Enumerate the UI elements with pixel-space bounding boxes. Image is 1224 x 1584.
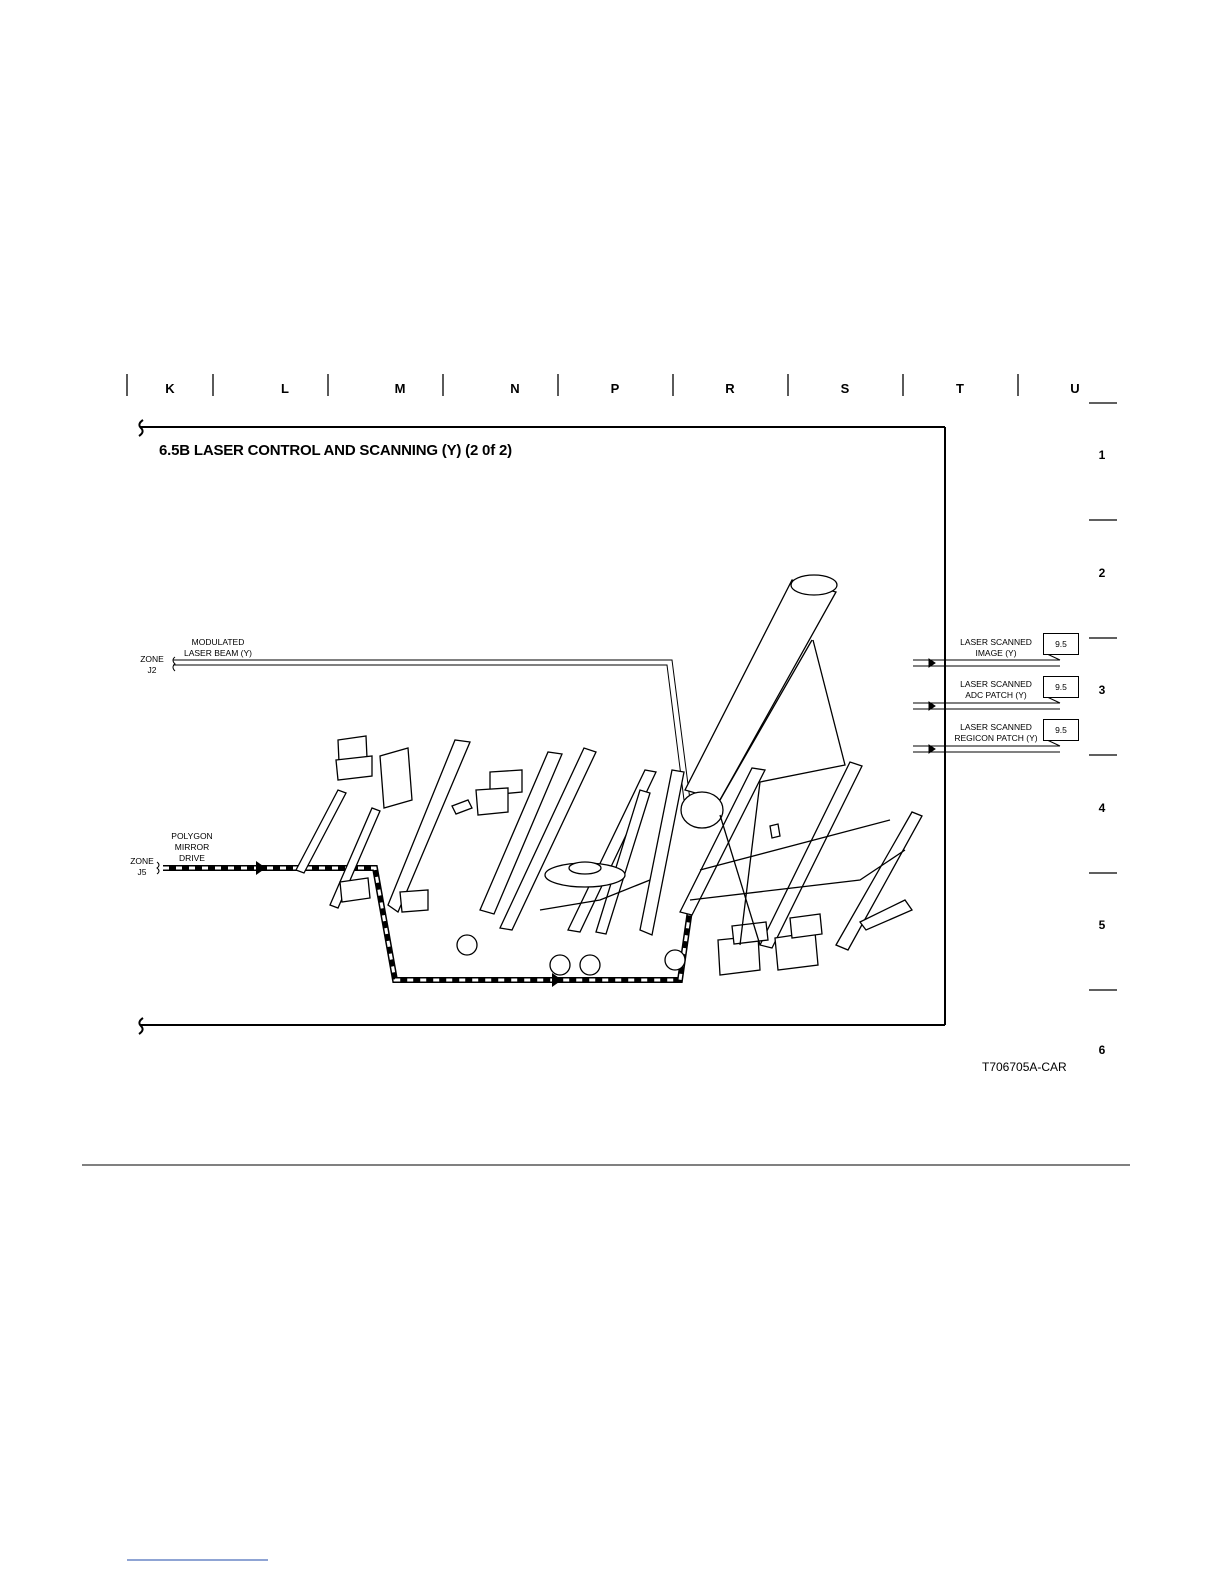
signal-line: MIRROR bbox=[160, 842, 224, 853]
input-signal-polygon-mirror-drive: POLYGON MIRROR DRIVE bbox=[160, 831, 224, 864]
grid-row-4: 4 bbox=[1090, 801, 1114, 815]
grid-column-l: L bbox=[270, 381, 300, 396]
output-ref-adc-patch: 9.5 bbox=[1043, 676, 1079, 698]
grid-column-s: S bbox=[830, 381, 860, 396]
diagram-frame bbox=[139, 420, 945, 1034]
grid-column-u: U bbox=[1060, 381, 1090, 396]
grid-column-r: R bbox=[715, 381, 745, 396]
grid-column-p: P bbox=[600, 381, 630, 396]
output-laser-scanned-image: LASER SCANNED IMAGE (Y) bbox=[948, 637, 1044, 659]
figure-id: T706705A-CAR bbox=[982, 1060, 1067, 1074]
grid-row-2: 2 bbox=[1090, 566, 1114, 580]
signal-line: MODULATED bbox=[178, 637, 258, 648]
grid-column-n: N bbox=[500, 381, 530, 396]
zone-label: ZONE bbox=[132, 654, 172, 665]
grid-column-t: T bbox=[945, 381, 975, 396]
output-laser-scanned-regicon-patch: LASER SCANNED REGICON PATCH (Y) bbox=[942, 722, 1050, 744]
grid-row-5: 5 bbox=[1090, 918, 1114, 932]
grid-row-1: 1 bbox=[1090, 448, 1114, 462]
output-line: LASER SCANNED bbox=[948, 679, 1044, 690]
output-laser-scanned-adc-patch: LASER SCANNED ADC PATCH (Y) bbox=[948, 679, 1044, 701]
signal-line: DRIVE bbox=[160, 853, 224, 864]
grid-row-6: 6 bbox=[1090, 1043, 1114, 1057]
signal-line: LASER BEAM (Y) bbox=[178, 648, 258, 659]
output-ref-regicon-patch: 9.5 bbox=[1043, 719, 1079, 741]
column-separators bbox=[127, 374, 1018, 396]
diagram-title: 6.5B LASER CONTROL AND SCANNING (Y) (2 0… bbox=[159, 442, 512, 459]
laser-beam-line bbox=[173, 657, 690, 800]
signal-line: POLYGON bbox=[160, 831, 224, 842]
output-line: ADC PATCH (Y) bbox=[948, 690, 1044, 701]
output-ref-image: 9.5 bbox=[1043, 633, 1079, 655]
zone-id: J2 bbox=[132, 665, 172, 676]
grid-column-k: K bbox=[155, 381, 185, 396]
output-line: LASER SCANNED bbox=[942, 722, 1050, 733]
output-line: IMAGE (Y) bbox=[948, 648, 1044, 659]
input-signal-modulated-laser-beam: MODULATED LASER BEAM (Y) bbox=[178, 637, 258, 659]
output-line: REGICON PATCH (Y) bbox=[942, 733, 1050, 744]
grid-row-3: 3 bbox=[1090, 683, 1114, 697]
input-zone-j5: ZONE J5 bbox=[122, 856, 162, 878]
laser-scanner-assembly bbox=[296, 575, 922, 975]
grid-column-m: M bbox=[385, 381, 415, 396]
zone-id: J5 bbox=[122, 867, 162, 878]
zone-label: ZONE bbox=[122, 856, 162, 867]
input-zone-j2: ZONE J2 bbox=[132, 654, 172, 676]
output-line: LASER SCANNED bbox=[948, 637, 1044, 648]
